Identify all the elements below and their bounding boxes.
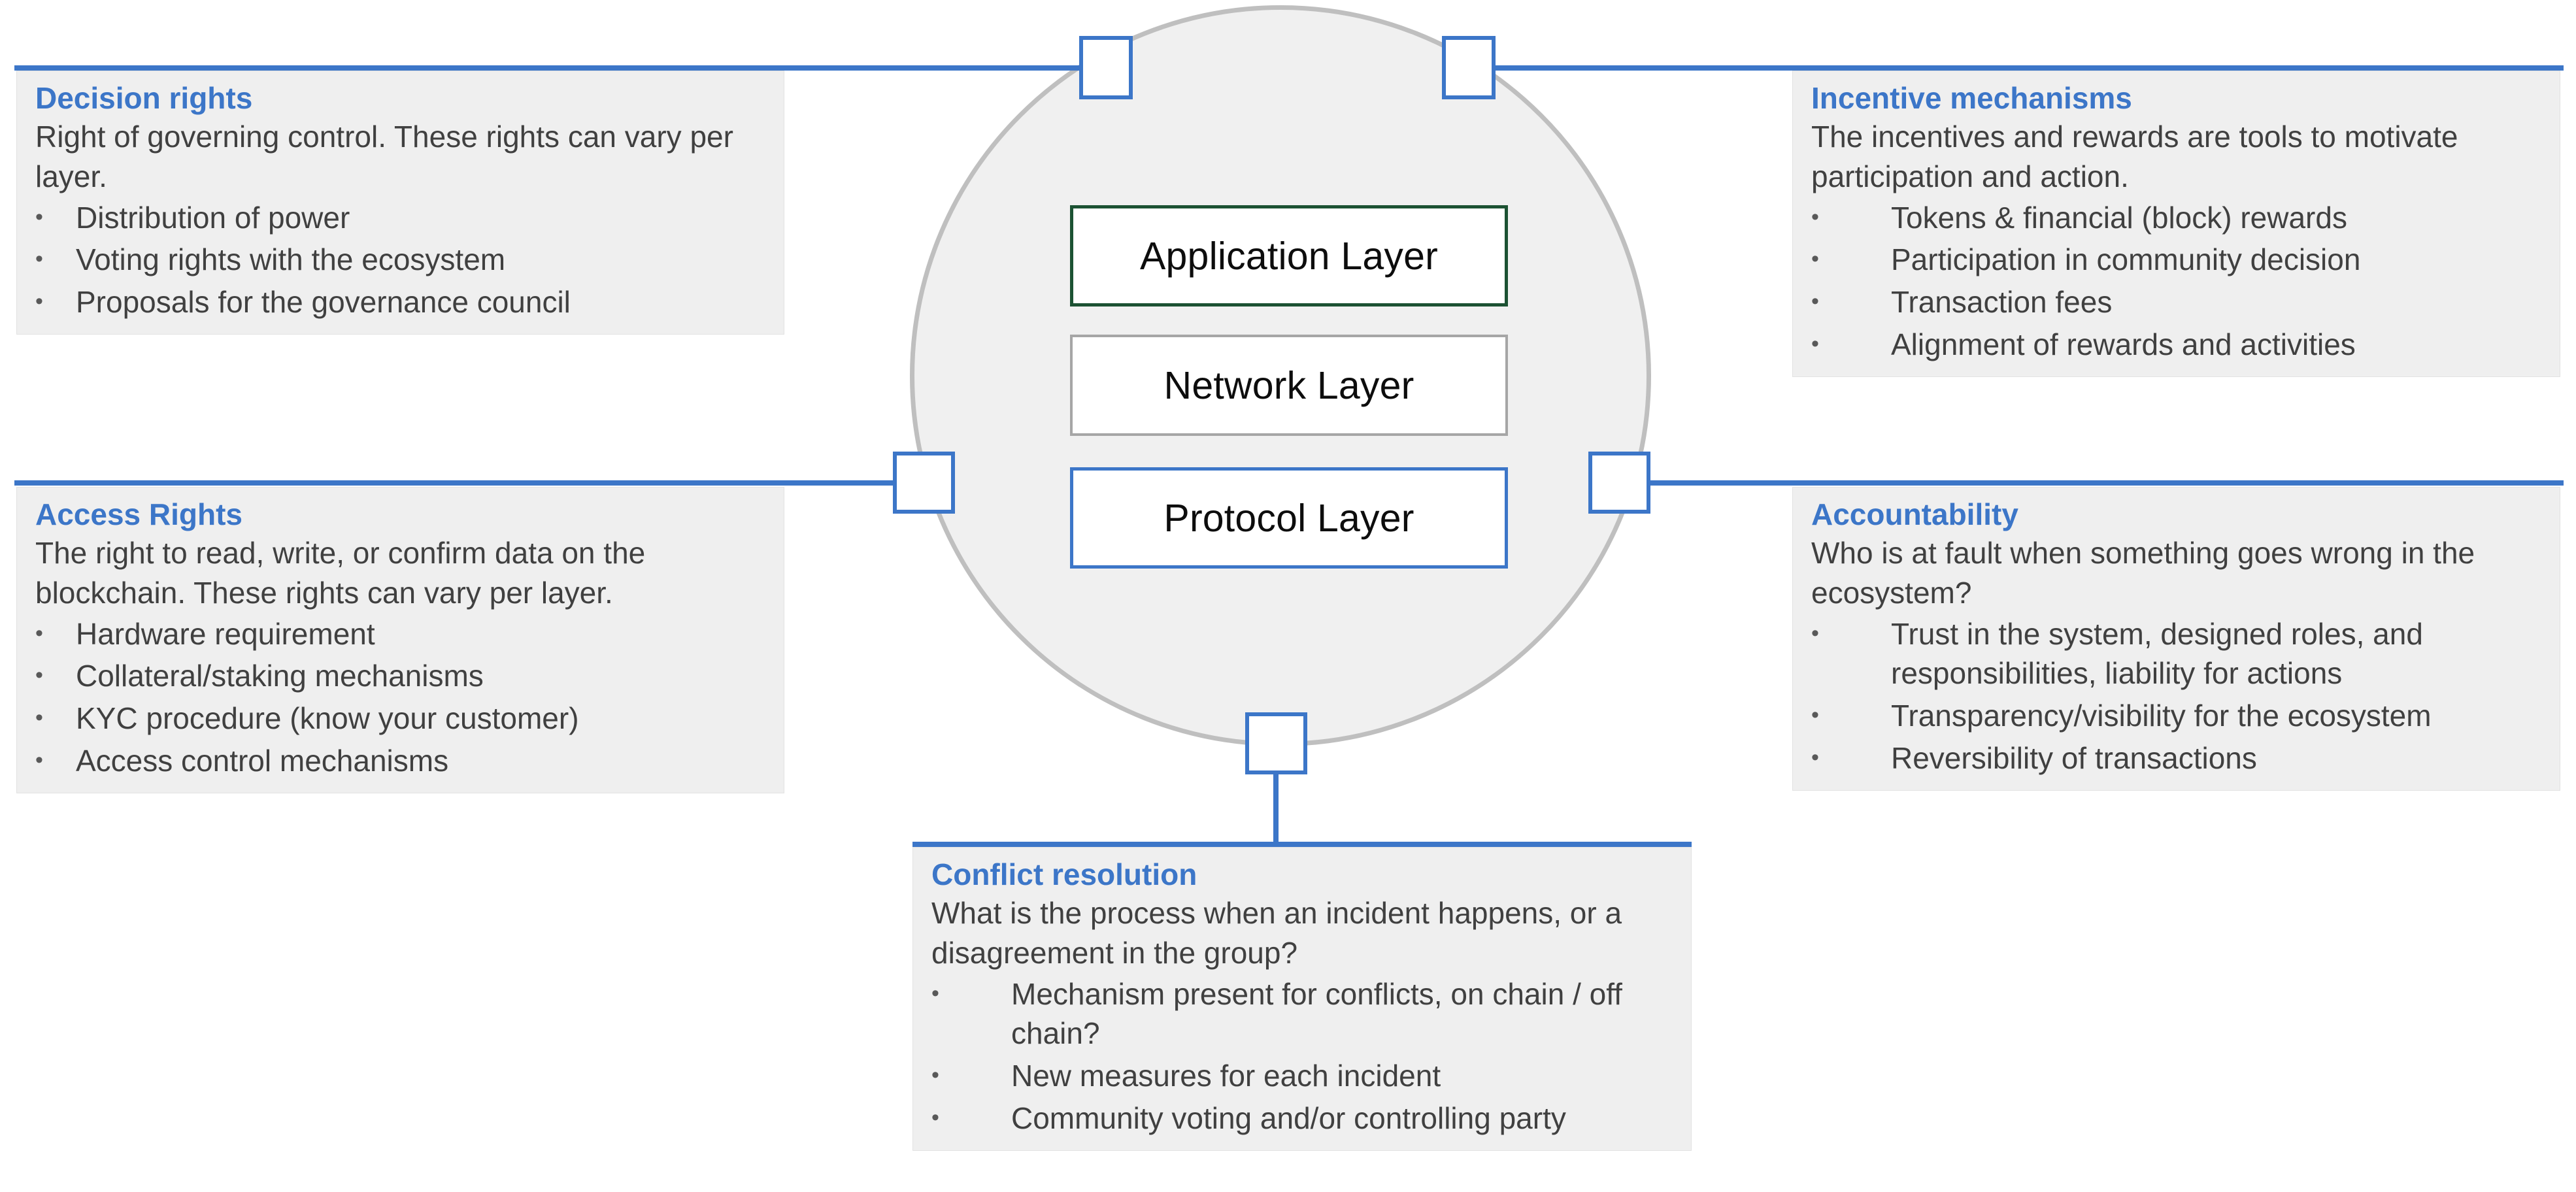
panel-access-rights: Access Rights The right to read, write, … <box>16 487 784 793</box>
list-item: • Community voting and/or controlling par… <box>931 1099 1675 1138</box>
bullet-icon: • <box>1811 331 1819 356</box>
bullet-icon: • <box>1811 204 1819 229</box>
list-item-label: Proposals for the governance council <box>76 285 571 320</box>
list-item: • Transparency/visibility for the ecosys… <box>1811 696 2544 736</box>
list-item: • Participation in community decision <box>1811 240 2544 280</box>
list-item-label: Transparency/visibility for the ecosyste… <box>1891 699 2432 733</box>
connector-node-right[interactable] <box>1588 452 1650 514</box>
list-item-label: Transaction fees <box>1891 285 2113 320</box>
list-item-label: Community voting and/or controlling part… <box>1011 1101 1566 1135</box>
panel-accountability: Accountability Who is at fault when some… <box>1792 487 2560 791</box>
list-item-label: Trust in the system, designed roles, and… <box>1891 616 2423 691</box>
bullet-icon: • <box>35 246 43 272</box>
application-layer-label: Application Layer <box>1139 234 1438 278</box>
list-item-label: Distribution of power <box>76 200 350 235</box>
panel-description-conflict-resolution: What is the process when an incident hap… <box>931 896 1622 970</box>
bullet-icon: • <box>1811 620 1819 646</box>
panel-list-access-rights: • Hardware requirement • Collateral/stakin… <box>35 614 768 781</box>
application-layer-box[interactable]: Application Layer <box>1070 205 1508 306</box>
network-layer-box[interactable]: Network Layer <box>1070 335 1508 436</box>
connector-node-top-left[interactable] <box>1079 36 1133 99</box>
bullet-icon: • <box>1811 246 1819 272</box>
list-item: • Distribution of power <box>35 198 768 238</box>
bullet-icon: • <box>931 1063 939 1088</box>
list-item: • Tokens & financial (block) rewards <box>1811 198 2544 238</box>
list-item: • Reversibility of transactions <box>1811 738 2544 778</box>
panel-description-accountability: Who is at fault when something goes wron… <box>1811 536 2475 610</box>
bullet-icon: • <box>35 663 43 688</box>
panel-list-incentive-mechanisms: • Tokens & financial (block) rewards • Par… <box>1811 198 2544 365</box>
list-item-label: Alignment of rewards and activities <box>1891 327 2356 361</box>
list-item: • KYC procedure (know your customer) <box>35 699 768 738</box>
list-item: • New measures for each incident <box>931 1056 1675 1096</box>
panel-title-access-rights: Access Rights <box>35 497 243 531</box>
list-item: • Collateral/staking mechanisms <box>35 656 768 696</box>
connector-line-top-left <box>14 65 1082 71</box>
connector-line-bottom-vertical <box>1273 771 1279 844</box>
list-item-label: Mechanism present for conflicts, on chai… <box>1011 976 1622 1051</box>
list-item-label: Voting rights with the ecosystem <box>76 242 506 277</box>
panel-list-accountability: • Trust in the system, designed roles, an… <box>1811 614 2544 778</box>
list-item-label: Reversibility of transactions <box>1891 740 2257 775</box>
panel-description-decision-rights: Right of governing control. These rights… <box>35 120 733 193</box>
list-item: • Access control mechanisms <box>35 741 768 781</box>
panel-decision-rights: Decision rights Right of governing contr… <box>16 71 784 335</box>
bullet-icon: • <box>1811 703 1819 728</box>
panel-title-accountability: Accountability <box>1811 497 2018 531</box>
panel-description-access-rights: The right to read, write, or confirm dat… <box>35 536 646 610</box>
protocol-layer-box[interactable]: Protocol Layer <box>1070 467 1508 569</box>
list-item-label: New measures for each incident <box>1011 1059 1441 1093</box>
bullet-icon: • <box>1811 744 1819 770</box>
panel-conflict-resolution: Conflict resolution What is the process … <box>912 847 1692 1151</box>
bullet-icon: • <box>35 705 43 731</box>
bullet-icon: • <box>35 747 43 772</box>
panel-title-incentive-mechanisms: Incentive mechanisms <box>1811 81 2132 115</box>
panel-description-incentive-mechanisms: The incentives and rewards are tools to … <box>1811 120 2458 193</box>
bullet-icon: • <box>931 980 939 1006</box>
list-item: • Hardware requirement <box>35 614 768 654</box>
bullet-icon: • <box>35 620 43 646</box>
list-item-label: Access control mechanisms <box>76 743 449 778</box>
bullet-icon: • <box>35 289 43 314</box>
list-item: • Alignment of rewards and activities <box>1811 325 2544 365</box>
bullet-icon: • <box>35 204 43 229</box>
bullet-icon: • <box>1811 289 1819 314</box>
connector-node-top-right[interactable] <box>1442 36 1496 99</box>
list-item-label: Collateral/staking mechanisms <box>76 659 484 693</box>
connector-line-middle-left <box>14 480 895 486</box>
connector-node-bottom[interactable] <box>1245 712 1307 774</box>
list-item-label: Hardware requirement <box>76 616 375 651</box>
panel-title-decision-rights: Decision rights <box>35 81 253 115</box>
list-item: • Trust in the system, designed roles, an… <box>1811 614 2544 693</box>
panel-list-decision-rights: • Distribution of power • Voting rights wi… <box>35 198 768 322</box>
list-item: • Voting rights with the ecosystem <box>35 240 768 280</box>
network-layer-label: Network Layer <box>1163 363 1414 407</box>
panel-title-conflict-resolution: Conflict resolution <box>931 857 1197 891</box>
list-item-label: Tokens & financial (block) rewards <box>1891 200 2347 235</box>
list-item: • Mechanism present for conflicts, on cha… <box>931 974 1675 1053</box>
list-item-label: KYC procedure (know your customer) <box>76 701 579 736</box>
connector-line-bottom-horizontal <box>912 842 1692 847</box>
list-item: • Transaction fees <box>1811 282 2544 322</box>
list-item: • Proposals for the governance council <box>35 282 768 322</box>
connector-line-middle-right <box>1648 480 2564 486</box>
connector-line-top-right <box>1493 65 2564 71</box>
connector-node-left[interactable] <box>893 452 955 514</box>
panel-incentive-mechanisms: Incentive mechanisms The incentives and … <box>1792 71 2560 377</box>
panel-list-conflict-resolution: • Mechanism present for conflicts, on cha… <box>931 974 1675 1138</box>
bullet-icon: • <box>931 1104 939 1130</box>
protocol-layer-label: Protocol Layer <box>1163 496 1414 540</box>
list-item-label: Participation in community decision <box>1891 242 2361 277</box>
